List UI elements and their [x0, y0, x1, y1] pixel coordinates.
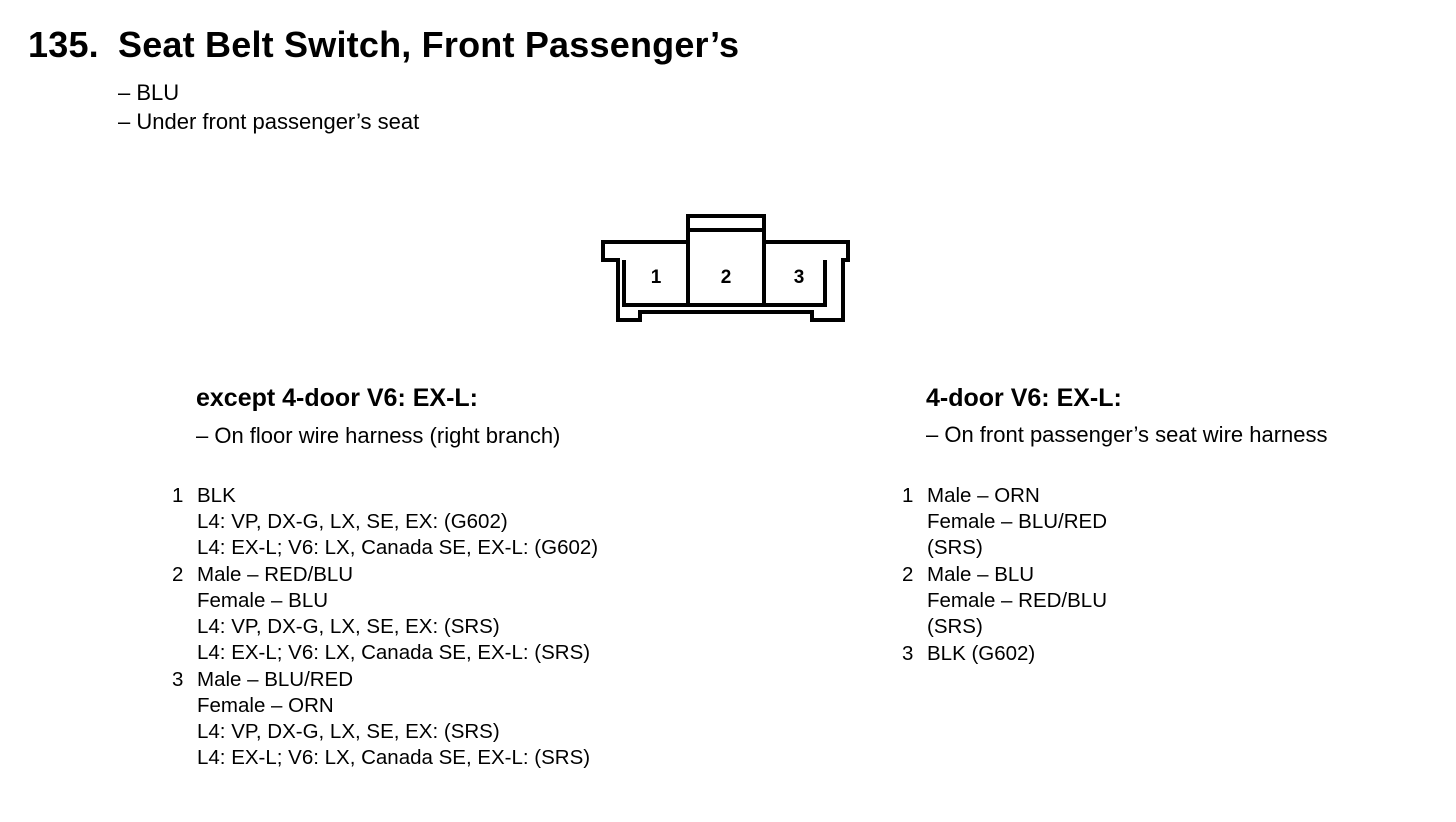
pin-line: Male – RED/BLU: [197, 563, 354, 586]
pin-line: L4: VP, DX-G, LX, SE, EX: (SRS): [197, 615, 500, 638]
pin-line: Female – ORN: [197, 694, 334, 717]
pin-line: Female – RED/BLU: [927, 589, 1108, 612]
page-title: 135. Seat Belt Switch, Front Passenger’s: [28, 24, 739, 66]
pin-number: 3: [172, 668, 184, 691]
pin-label-2: 2: [721, 267, 732, 288]
pin-line: Female – BLU: [197, 589, 329, 612]
pin-line: L4: VP, DX-G, LX, SE, EX: (G602): [197, 510, 508, 533]
right-variant-title: 4-door V6: EX-L:: [926, 384, 1122, 412]
pin-number: 1: [902, 484, 914, 507]
right-variant-location: – On front passenger’s seat wire harness: [926, 422, 1328, 447]
left-variant-title: except 4-door V6: EX-L:: [196, 384, 478, 412]
pin-line: L4: EX-L; V6: LX, Canada SE, EX-L: (SRS): [197, 746, 591, 769]
pin-label-3: 3: [794, 267, 805, 288]
pin-line: BLK: [197, 484, 236, 507]
pin-entry: 1 Male – ORN Female – BLU/RED (SRS): [902, 483, 1107, 561]
pin-number: 2: [902, 563, 914, 586]
pin-line: (SRS): [927, 615, 983, 638]
pin-line: BLK (G602): [927, 642, 1036, 665]
pin-label-1: 1: [651, 267, 662, 288]
pin-line: Male – BLU/RED: [197, 668, 354, 691]
pin-line: L4: EX-L; V6: LX, Canada SE, EX-L: (SRS): [197, 641, 591, 664]
right-pin-list: 1 Male – ORN Female – BLU/RED (SRS) 2 Ma…: [902, 483, 1107, 668]
left-variant-location: – On floor wire harness (right branch): [196, 423, 561, 448]
pin-entry: 3 BLK (G602): [902, 641, 1107, 667]
item-number: 135.: [28, 24, 99, 65]
pin-line: L4: EX-L; V6: LX, Canada SE, EX-L: (G602…: [197, 536, 599, 559]
left-pin-list: 1 BLK L4: VP, DX-G, LX, SE, EX: (G602) L…: [172, 483, 598, 772]
pin-line: (SRS): [927, 536, 983, 559]
connector-diagram: 1 2 3: [601, 214, 850, 322]
pin-entry: 3 Male – BLU/RED Female – ORN L4: VP, DX…: [172, 667, 598, 771]
connector-cavity: [622, 260, 827, 307]
pin-number: 3: [902, 642, 914, 665]
pin-entry: 2 Male – BLU Female – RED/BLU (SRS): [902, 562, 1107, 640]
pin-line: Male – ORN: [927, 484, 1040, 507]
pin-line: Male – BLU: [927, 563, 1035, 586]
pin-entry: 1 BLK L4: VP, DX-G, LX, SE, EX: (G602) L…: [172, 483, 598, 561]
pin-number: 2: [172, 563, 184, 586]
pin-line: Female – BLU/RED: [927, 510, 1108, 533]
pin-line: L4: VP, DX-G, LX, SE, EX: (SRS): [197, 720, 500, 743]
item-title: Seat Belt Switch, Front Passenger’s: [118, 24, 740, 65]
pin-number: 1: [172, 484, 184, 507]
connector-color: – BLU: [118, 80, 180, 105]
pin-entry: 2 Male – RED/BLU Female – BLU L4: VP, DX…: [172, 562, 598, 666]
connector-location: – Under front passenger’s seat: [118, 109, 420, 134]
